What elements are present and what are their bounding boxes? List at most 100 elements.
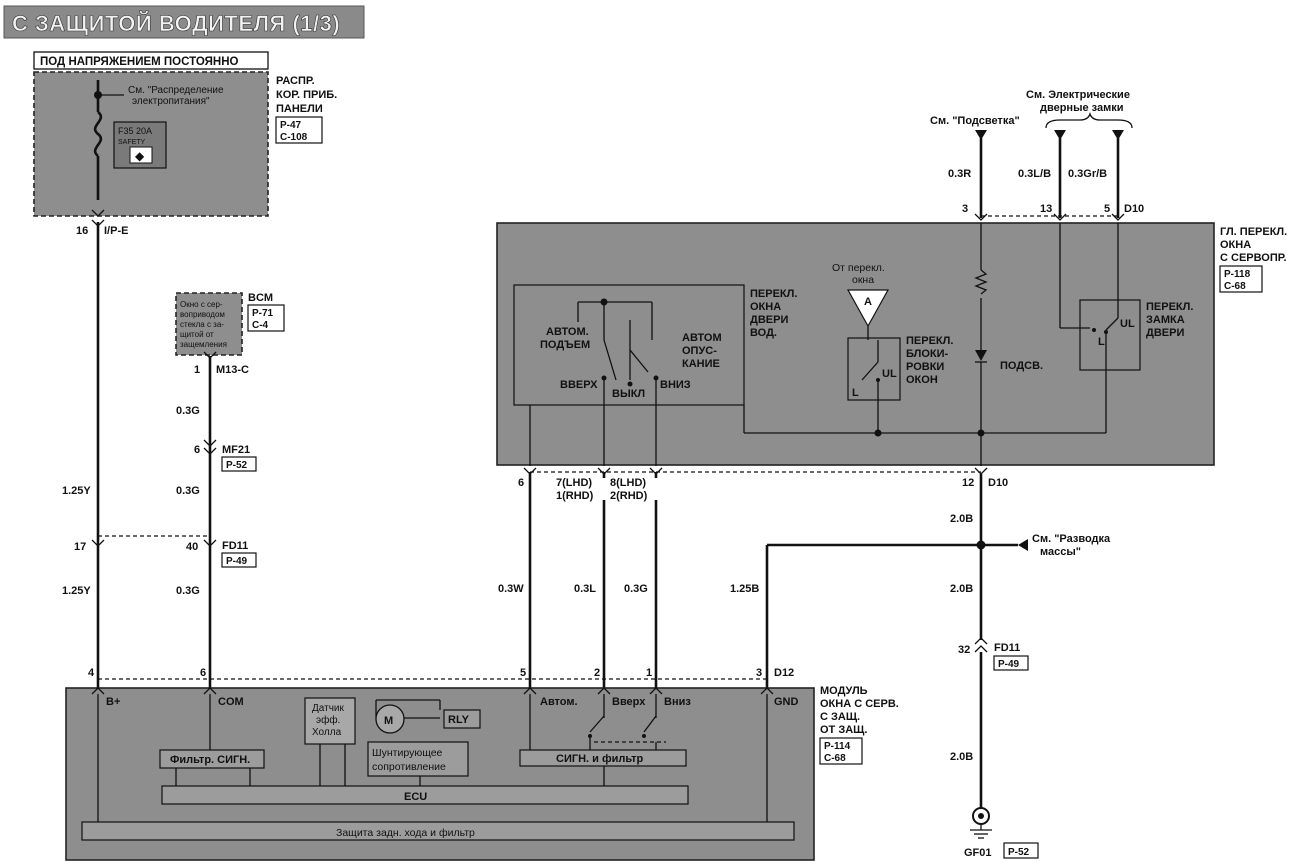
door-lock-label-1: ПЕРЕКЛ. (1146, 301, 1193, 313)
main-bottom-pin-1: 6 (518, 477, 524, 489)
fuse-box-label-1: РАСПР. (276, 75, 315, 87)
main-bottom-pin-3: 1(RHD) (556, 490, 594, 502)
lockout-ul: UL (882, 368, 897, 380)
shunt-label-1: Шунтирующее (372, 747, 443, 759)
gnd-wire-label-1: 2.0B (950, 513, 973, 525)
filter-label: Фильтр. СИГН. (170, 754, 250, 766)
down-wire-label: 0.3G (624, 583, 648, 595)
fuse-icon: ◆ (135, 149, 145, 163)
main-top-pin-2: 13 (1040, 203, 1052, 215)
module-pins: 4 6 5 2 1 3 D12 (88, 667, 794, 679)
fd11-right-ref: P-49 (998, 659, 1020, 670)
bcm: Окно с сер- воприводом стекла с за- щито… (175, 292, 285, 356)
bplus-wire-label-2: 1.25Y (62, 585, 91, 597)
fd11-left-name: FD11 (222, 540, 248, 552)
constant-power-banner: ПОД НАПРЯЖЕНИЕМ ПОСТОЯННО (40, 56, 239, 68)
power-distribution-note-2: электропитания" (132, 96, 210, 107)
main-bottom-pin-4: 8(LHD) (610, 477, 646, 489)
module-pin-4: 2 (594, 667, 600, 679)
terminal-bplus: B+ (106, 696, 120, 708)
bcm-inner-4: щитой от (180, 330, 214, 339)
fd11-left-pin-a: 17 (74, 541, 86, 553)
mf21-pin: 6 (194, 444, 200, 456)
down-label: ВНИЗ (660, 379, 691, 391)
power-window-module: B+ COM Автом. Вверх Вниз GND Фильтр. СИГ… (65, 685, 899, 861)
module-label-4: ОТ ЗАЩ. (820, 724, 867, 736)
bcm-label: BCM (248, 292, 273, 304)
protect-label: Защита задн. хода и фильтр (336, 827, 475, 839)
driver-switch-label-3: ДВЕРИ (750, 314, 788, 326)
main-bottom-pin-2: 7(LHD) (556, 477, 592, 489)
page-title: С ЗАЩИТОЙ ВОДИТЕЛЯ (1/3) (12, 11, 340, 36)
main-switch-label-1: ГЛ. ПЕРЕКЛ. (1220, 226, 1287, 238)
bcm-inner-5: защемления (180, 340, 227, 349)
relay-label: RLY (448, 714, 470, 726)
bcm-connector: M13-C (216, 364, 249, 376)
illum-label: ПОДСВ. (1000, 360, 1043, 372)
fuse-box-ref-1: P-47 (280, 120, 302, 131)
auto-wire-label: 0.3W (498, 583, 524, 595)
up-label: ВВЕРХ (560, 379, 598, 391)
main-top-pin-1: 3 (962, 203, 968, 215)
terminal-com: COM (218, 696, 244, 708)
lock-wire-label-1: 0.3L/B (1018, 168, 1051, 180)
fd11-left-ref: P-49 (226, 556, 248, 567)
com-wire-label-3: 0.3G (176, 585, 200, 597)
sig-filter-label: СИГН. и фильтр (556, 753, 644, 765)
module-pin-6: 3 (756, 667, 762, 679)
lockout-label-1: ПЕРЕКЛ. (906, 335, 953, 347)
door-locks-note-2: дверные замки (1040, 102, 1124, 114)
fuse-box-pin: 16 (76, 225, 88, 237)
fuse-rating: F35 20A (118, 126, 152, 136)
door-lock-l: L (1098, 336, 1105, 348)
module-ref-1: P-114 (824, 741, 851, 752)
auto-up-label-2: ПОДЪЕМ (540, 339, 590, 351)
main-bottom-pin-5: 2(RHD) (610, 490, 648, 502)
main-top-pin-3: 5 (1104, 203, 1110, 215)
main-switch-label-3: С СЕРВОПР. (1220, 252, 1287, 264)
mf21-ref: P-52 (226, 460, 248, 471)
main-switch-label-2: ОКНА (1220, 239, 1251, 251)
ecu-label: ECU (404, 791, 427, 803)
module-label-3: С ЗАЩ. (820, 711, 860, 723)
from-switch-label-2: окна (852, 274, 874, 286)
lockout-label-2: БЛОКИ- (906, 348, 949, 360)
auto-up-label-1: АВТОМ. (546, 326, 589, 338)
module-pin-2: 6 (200, 667, 206, 679)
hall-label-2: эфф. (316, 714, 340, 726)
door-lock-ul: UL (1120, 318, 1135, 330)
ground-note-1: См. "Разводка (1032, 533, 1111, 545)
driver-switch-label-2: ОКНА (750, 301, 781, 313)
module-label-1: МОДУЛЬ (820, 685, 868, 697)
fd11-right-name: FD11 (994, 642, 1020, 654)
fuse-box-ref-2: C-108 (280, 132, 308, 143)
gnd-wire-label-3: 2.0B (950, 751, 973, 763)
door-locks-note-1: См. Электрические (1026, 89, 1130, 101)
main-bottom-connector: D10 (988, 477, 1008, 489)
gnd-wire-label-2: 2.0B (950, 583, 973, 595)
fuse-box: ПОД НАПРЯЖЕНИЕМ ПОСТОЯННО См. "Распредел… (33, 51, 337, 217)
auto-down-label-1: АВТОМ (682, 332, 722, 344)
auto-down-label-3: КАНИЕ (682, 358, 720, 370)
driver-switch-label-4: ВОД. (750, 327, 777, 339)
bcm-inner-1: Окно с сер- (180, 300, 223, 309)
main-switch-ref-1: P-118 (1224, 269, 1251, 280)
fuse-type: SAFETY (118, 139, 146, 146)
fuse-box-label-2: КОР. ПРИБ. (276, 89, 337, 101)
lockout-label-3: РОВКИ (906, 361, 944, 373)
main-window-switch: ГЛ. ПЕРЕКЛ. ОКНА С СЕРВОПР. P-118 C-68 П… (496, 222, 1287, 466)
bplus-wire-label-1: 1.25Y (62, 485, 91, 497)
module-ref-2: C-68 (824, 753, 846, 764)
lock-wire-label-2: 0.3Gr/B (1068, 168, 1107, 180)
module-pin-3: 5 (520, 667, 526, 679)
illum-wire-label: 0.3R (948, 168, 971, 180)
terminal-gnd: GND (774, 696, 799, 708)
module-connector: D12 (774, 667, 794, 679)
fuse-box-label-3: ПАНЕЛИ (276, 103, 323, 115)
auto-down-label-2: ОПУС- (682, 345, 717, 357)
lockout-l: L (852, 387, 859, 399)
module-pin-1: 4 (88, 667, 95, 679)
main-bottom-pin-6: 12 (962, 477, 974, 489)
connector-a: A (864, 296, 872, 308)
